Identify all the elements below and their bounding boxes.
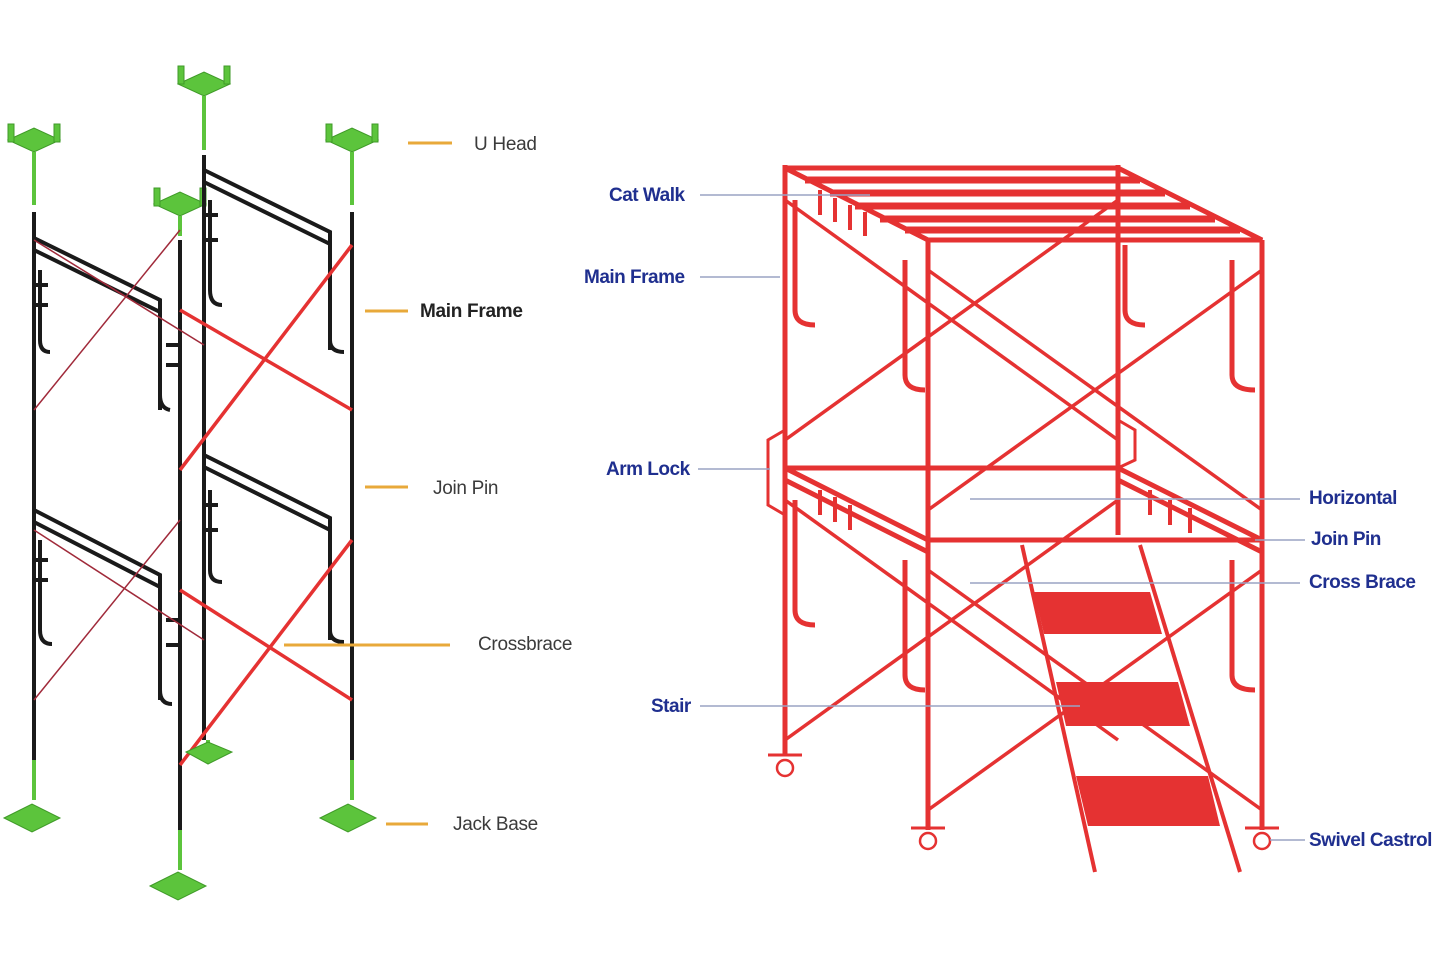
jack-base-icons [2,741,378,901]
castor-icon [1245,826,1279,851]
u-head-icon [324,123,380,153]
label-stair: Stair [651,696,691,717]
jack-base-icon [148,871,208,901]
stair-assembly [1020,544,1242,873]
label-u-head: U Head [474,134,537,155]
castor-icon [911,826,945,851]
left-main-frames [32,155,354,830]
left-back-braces [33,229,205,701]
right-leader-lines [698,194,1305,841]
label-swivel-castrol: Swivel Castrol [1309,830,1432,851]
left-scaffold-assembly [2,65,452,901]
label-horizontal: Horizontal [1309,488,1397,509]
label-join-pin: Join Pin [433,478,499,499]
right-scaffold-assembly [766,165,1279,873]
castor-icon [768,753,802,778]
u-head-icon [176,65,232,97]
u-head-icons [6,65,380,217]
label-crossbrace: Crossbrace [478,634,573,655]
jack-base-icon [184,741,234,765]
u-head-icon [152,187,208,217]
label-jack-base: Jack Base [453,814,538,835]
label-cat-walk: Cat Walk [609,185,685,206]
left-crossbraces [178,243,354,767]
label-main-frame: Main Frame [420,301,523,322]
u-head-icon [6,123,62,153]
left-leader-lines [284,141,452,826]
label-arm-lock: Arm Lock [606,459,690,480]
jack-base-icon [318,803,378,833]
jack-base-icon [2,803,62,833]
label-right-join-pin: Join Pin [1311,529,1381,550]
label-cross-brace: Cross Brace [1309,572,1416,593]
label-right-main-frame: Main Frame [584,267,685,288]
swivel-castor-icons [768,753,1279,851]
